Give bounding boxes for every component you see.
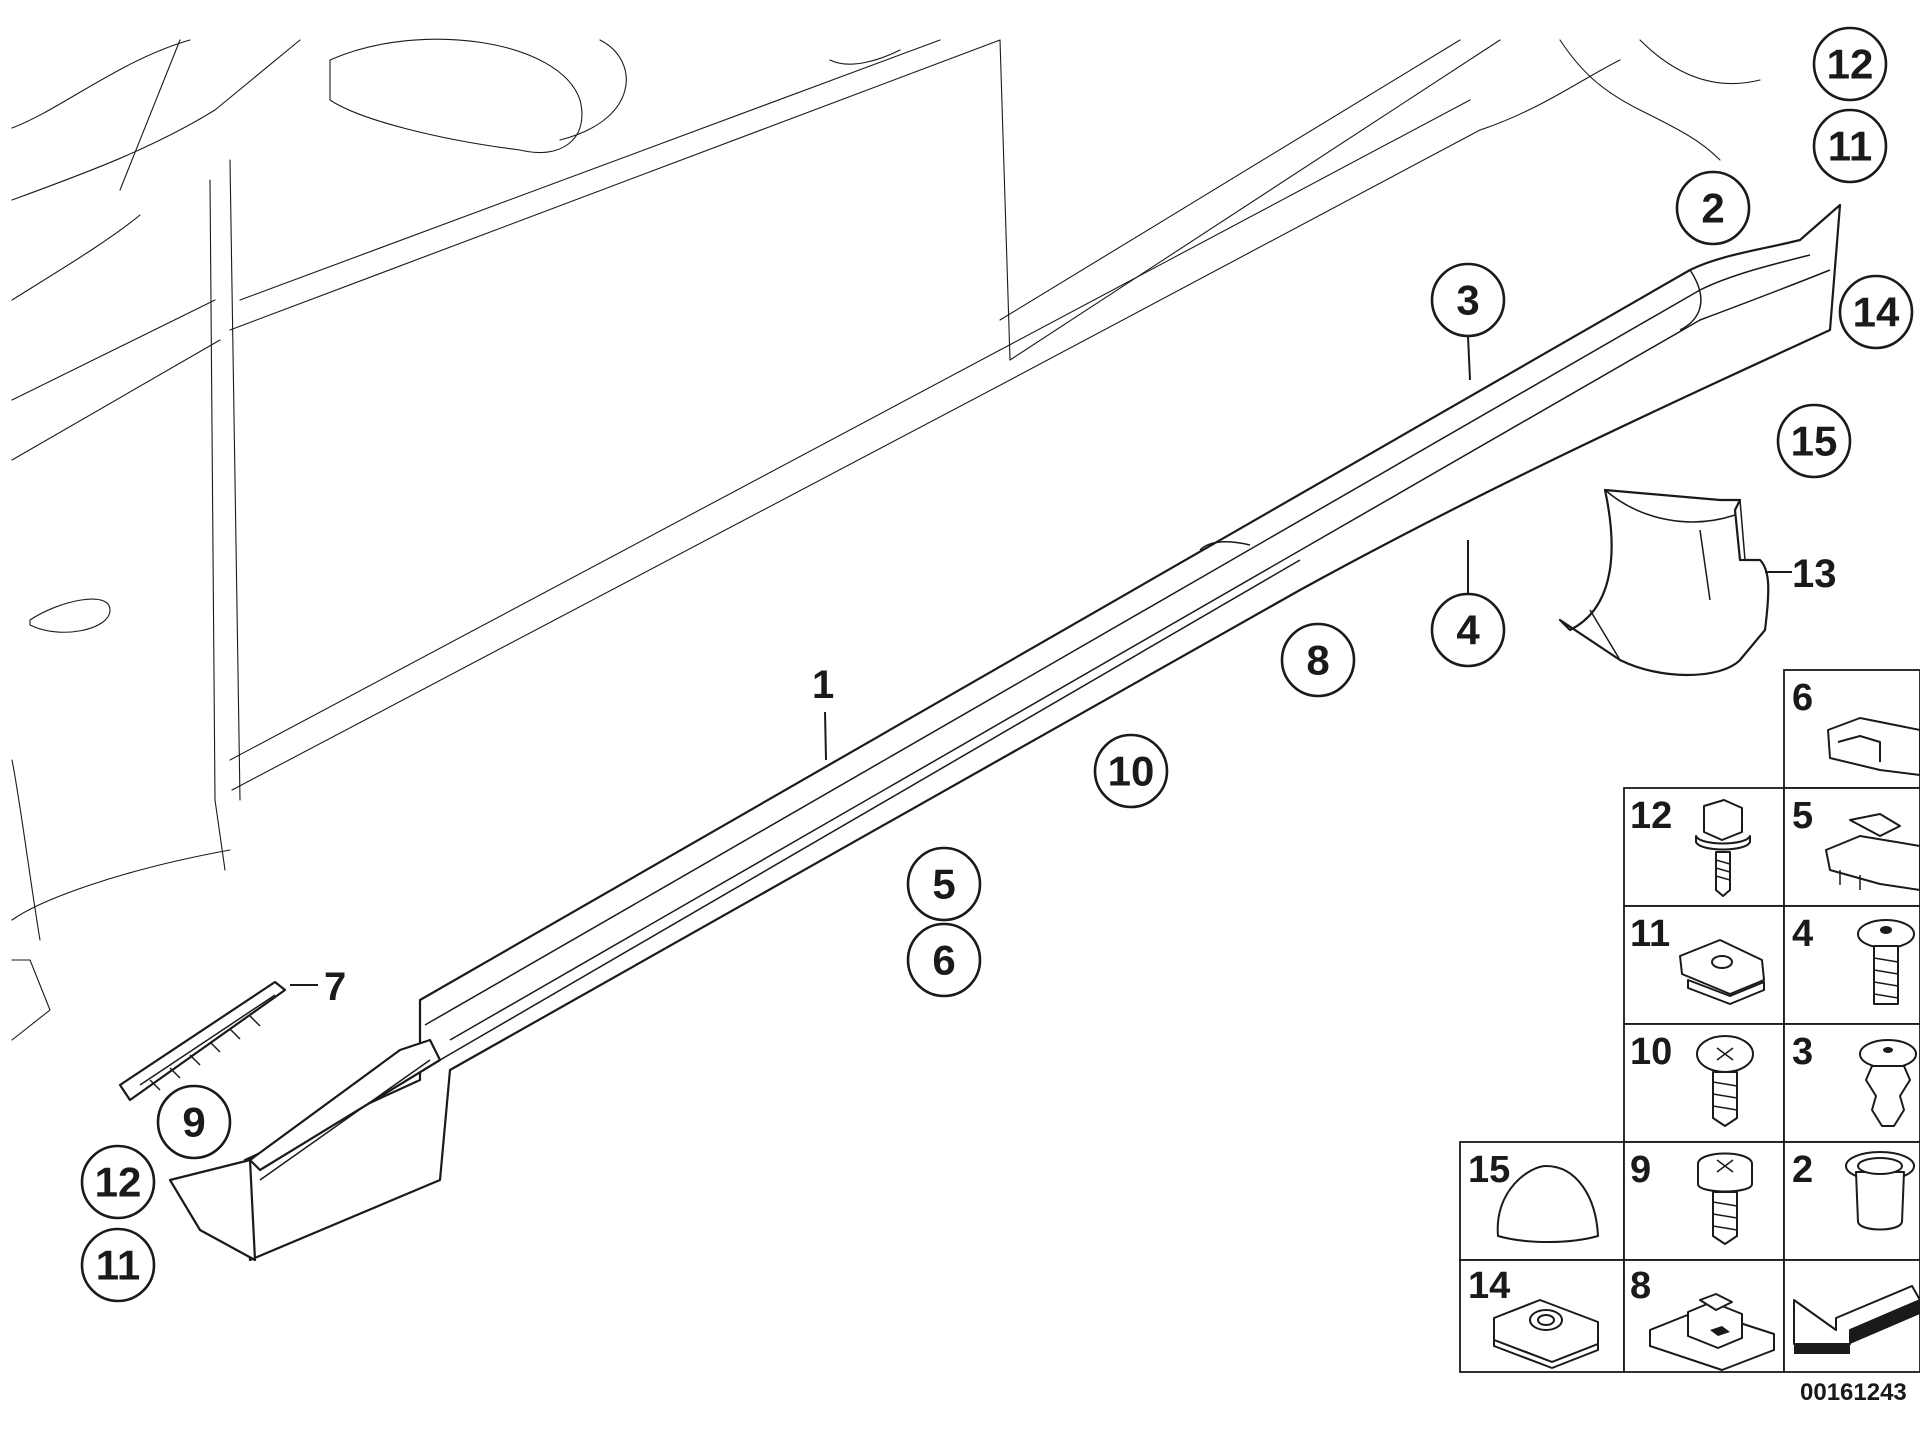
svg-text:1: 1 [812, 663, 834, 707]
cage-nut-icon [1649, 1293, 1775, 1371]
svg-text:15: 15 [1468, 1149, 1510, 1191]
diagram-reference-id: 00161243 [1800, 1379, 1907, 1406]
svg-text:11: 11 [1828, 123, 1872, 170]
svg-text:7: 7 [324, 965, 346, 1009]
front-arrow-icon [1793, 1285, 1920, 1354]
svg-text:10: 10 [1630, 1031, 1672, 1073]
callout-8: 8 [1280, 622, 1356, 698]
callout-5: 5 [906, 846, 982, 922]
cage-nut-icon [1493, 1299, 1599, 1369]
legend-cell-12: 12 [1623, 787, 1785, 907]
expanding-rivet-icon [1857, 919, 1915, 1005]
svg-text:3: 3 [1792, 1031, 1813, 1073]
svg-text:11: 11 [96, 1242, 140, 1289]
svg-text:14: 14 [1468, 1265, 1510, 1307]
svg-text:10: 10 [1108, 748, 1155, 795]
label-part-13: 13 [1765, 552, 1837, 596]
svg-text:8: 8 [1630, 1265, 1651, 1307]
arch-cover-part-13 [1558, 488, 1770, 677]
svg-text:13: 13 [1792, 552, 1837, 596]
speed-nut-icon [1679, 939, 1765, 1005]
callout-10: 10 [1093, 733, 1169, 809]
legend-cell-6: 6 [1783, 669, 1920, 789]
label-part-7: 7 [290, 965, 346, 1009]
svg-text:5: 5 [1792, 795, 1813, 837]
torx-screw-icon [1697, 1152, 1753, 1245]
callout-3: 3 [1430, 262, 1506, 381]
legend-cell-14: 14 [1459, 1259, 1625, 1373]
svg-text:6: 6 [932, 937, 955, 984]
svg-text:6: 6 [1792, 677, 1813, 719]
svg-text:12: 12 [1630, 795, 1672, 837]
legend-cell-arrow [1783, 1259, 1920, 1373]
bracket-part-7 [118, 980, 287, 1102]
car-body-outline [11, 38, 1761, 1041]
svg-text:12: 12 [1827, 41, 1874, 88]
svg-text:2: 2 [1792, 1149, 1813, 1191]
legend-cell-3: 3 [1783, 1023, 1920, 1143]
svg-text:5: 5 [932, 861, 955, 908]
clip-icon [1825, 813, 1920, 891]
torx-screw-icon [1696, 1035, 1754, 1127]
legend-cell-2: 2 [1783, 1141, 1920, 1261]
legend-cell-4: 4 [1783, 905, 1920, 1025]
legend-cell-8: 8 [1623, 1259, 1785, 1373]
grommet-icon [1845, 1151, 1915, 1231]
bolt-icon [1695, 799, 1751, 897]
callout-11-left: 11 [80, 1227, 156, 1303]
legend-cell-10: 10 [1623, 1023, 1785, 1143]
plug-icon [1496, 1165, 1599, 1243]
svg-text:4: 4 [1792, 913, 1813, 955]
svg-text:3: 3 [1456, 277, 1479, 324]
svg-text:15: 15 [1791, 418, 1838, 465]
callout-15: 15 [1776, 403, 1852, 479]
expanding-rivet-icon [1859, 1039, 1917, 1127]
legend-cell-5: 5 [1783, 787, 1920, 907]
svg-text:12: 12 [95, 1159, 142, 1206]
callout-2: 2 [1675, 170, 1751, 246]
svg-text:8: 8 [1306, 637, 1329, 684]
legend-cell-15: 15 [1459, 1141, 1625, 1261]
callout-9: 9 [156, 1084, 232, 1160]
svg-text:11: 11 [1630, 913, 1670, 955]
callout-4: 4 [1430, 540, 1506, 668]
callout-6: 6 [906, 922, 982, 998]
svg-text:2: 2 [1701, 185, 1724, 232]
label-part-1: 1 [812, 663, 834, 761]
callout-12-top: 12 [1812, 26, 1888, 102]
svg-text:4: 4 [1456, 607, 1480, 654]
callout-12-left: 12 [80, 1144, 156, 1220]
parts-legend: 6 12 5 [1459, 669, 1920, 1373]
legend-cell-9: 9 [1623, 1141, 1785, 1261]
callout-14-right: 14 [1838, 274, 1914, 350]
clip-icon [1827, 717, 1920, 776]
svg-text:9: 9 [1630, 1149, 1651, 1191]
legend-cell-11: 11 [1623, 905, 1785, 1025]
svg-text:14: 14 [1853, 289, 1900, 336]
svg-text:9: 9 [182, 1099, 205, 1146]
callout-11-top: 11 [1812, 108, 1888, 184]
side-sill-panel [168, 203, 1842, 1262]
